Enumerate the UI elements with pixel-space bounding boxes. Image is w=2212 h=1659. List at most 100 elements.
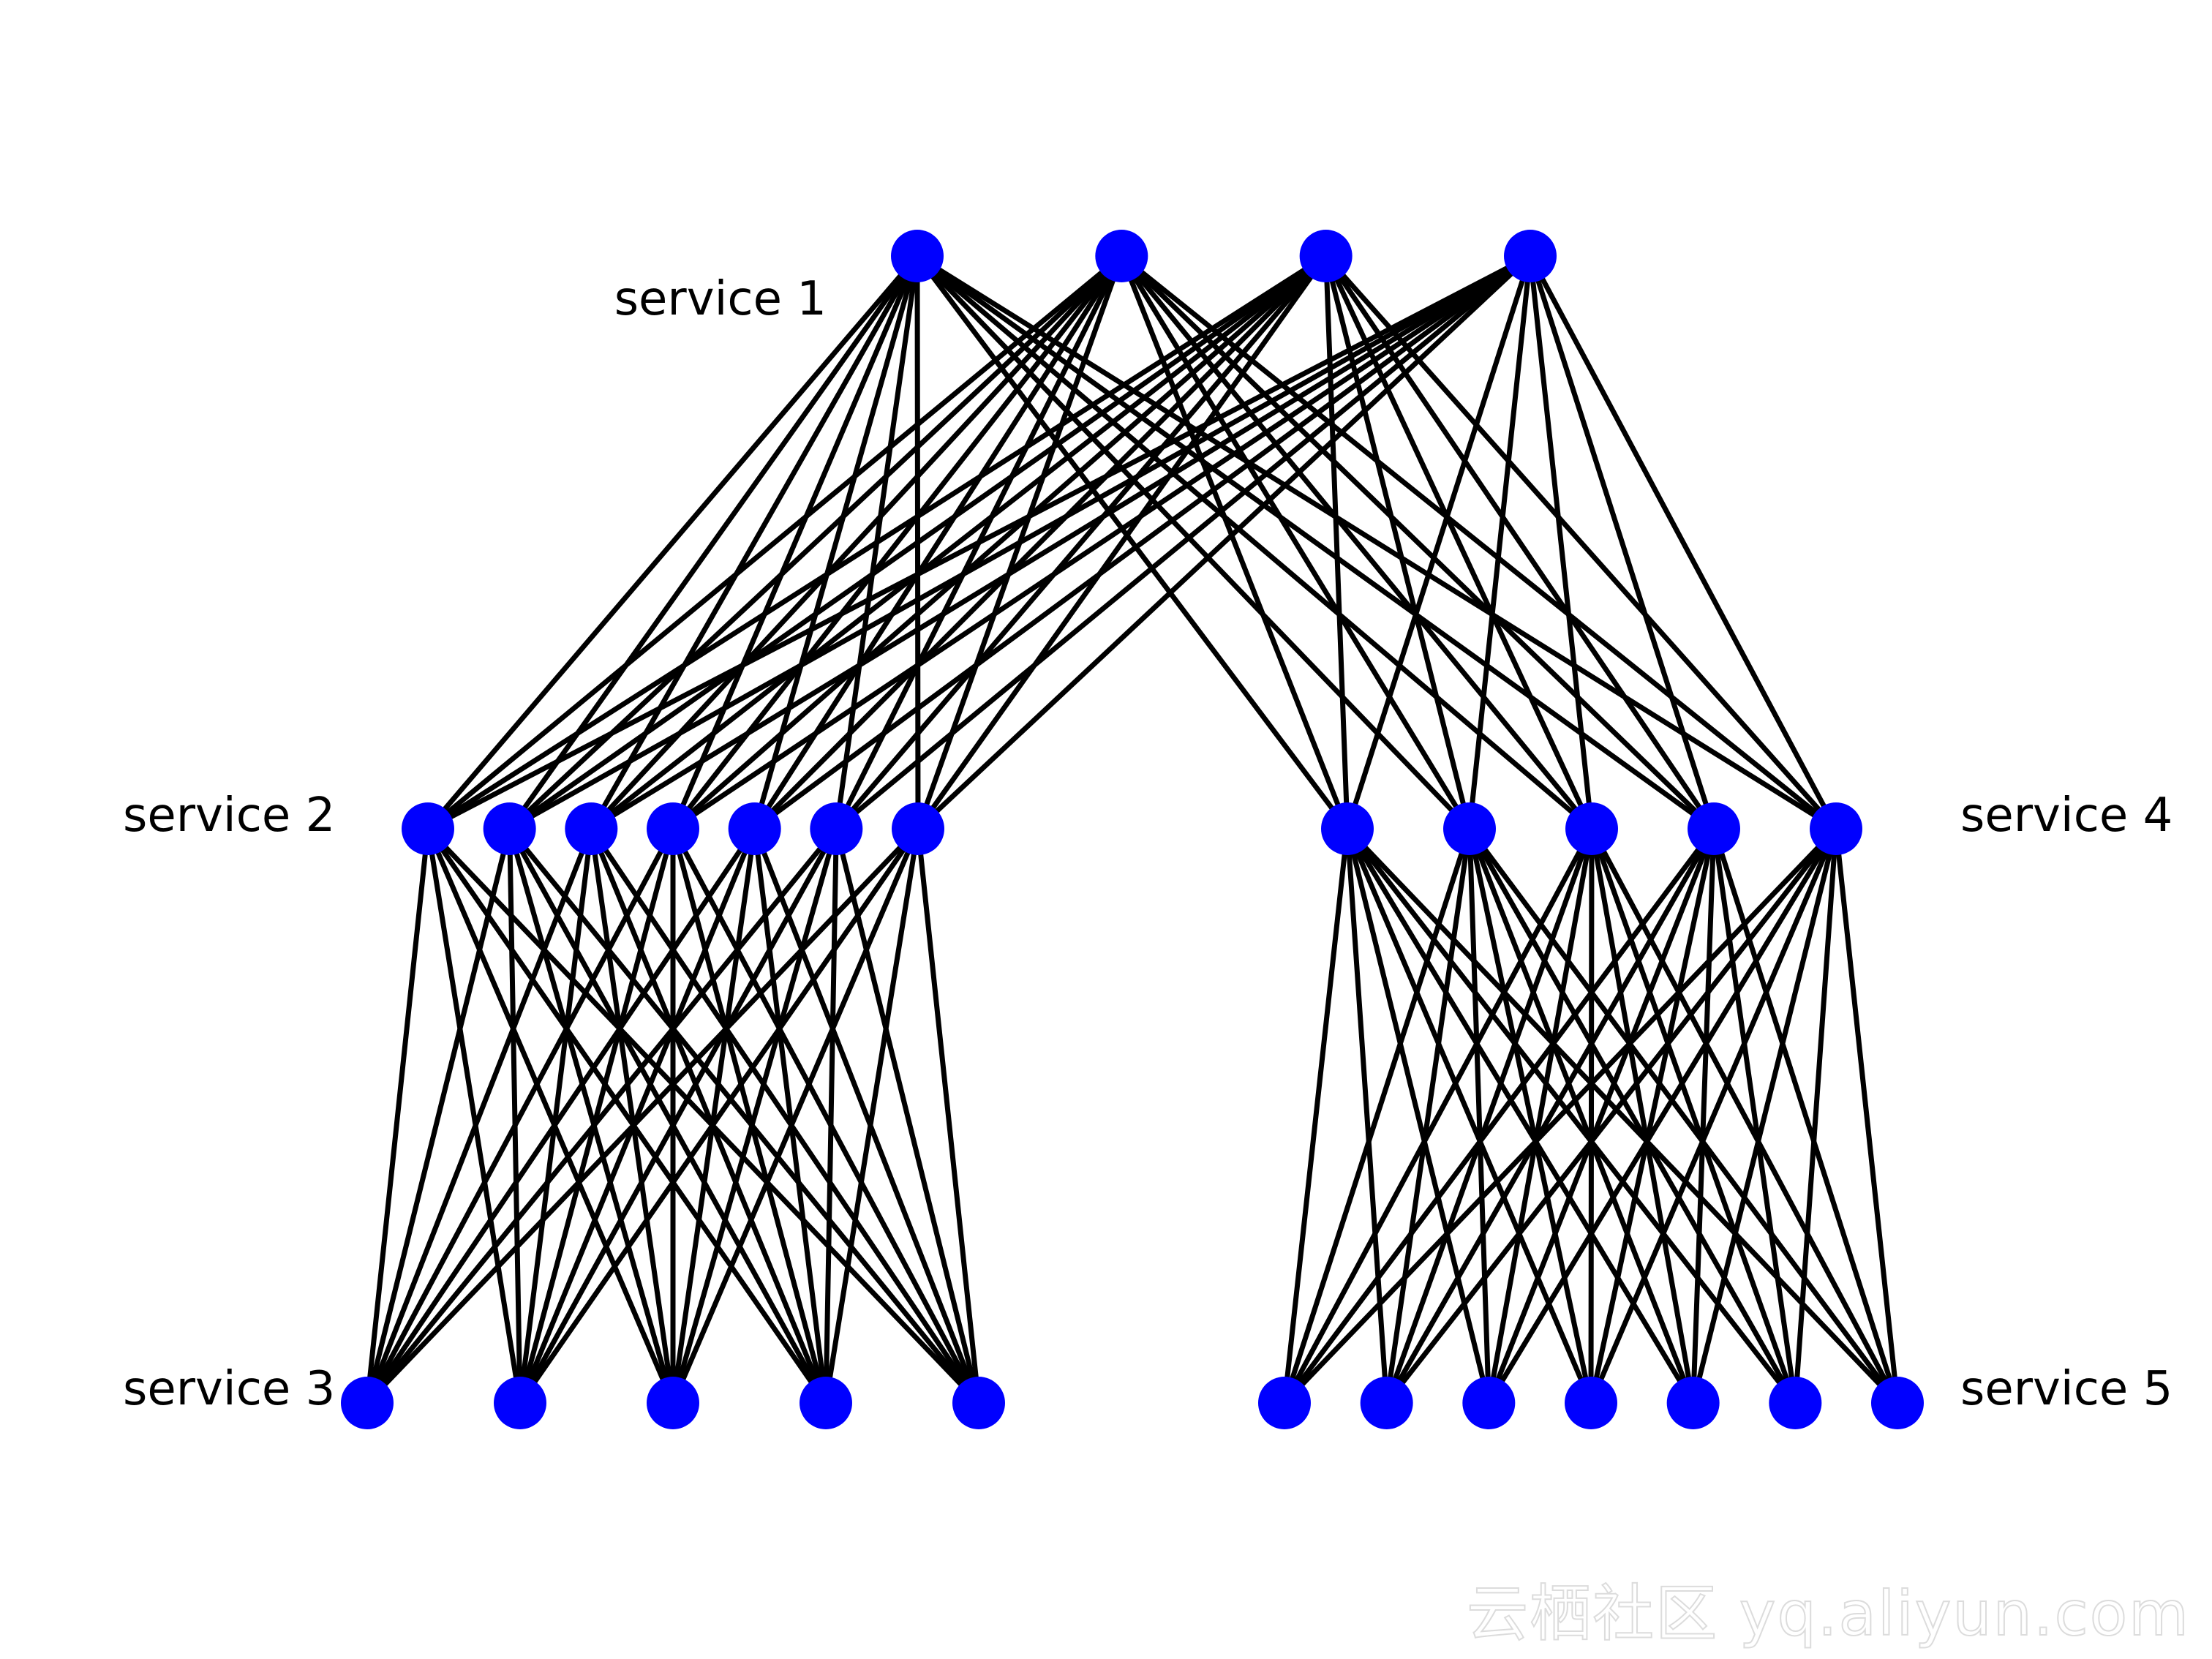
edge-s2-3-s3-3 <box>670 826 829 1406</box>
edge-s4-3-s5-6 <box>1711 826 1900 1406</box>
edge-s4-2-s5-1 <box>1384 826 1595 1406</box>
edge-s2-1-s3-4 <box>507 826 982 1406</box>
edge-s2-1-s3-1 <box>507 826 523 1406</box>
edge-s1-1-s2-1 <box>507 253 1124 832</box>
edge-s4-1-s5-3 <box>1467 826 1594 1406</box>
edge-s1-3-s4-2 <box>1527 253 1595 832</box>
edge-s1-3-s4-4 <box>1527 253 1839 832</box>
edge-s2-6-s3-2 <box>670 826 921 1406</box>
edge-s4-1-s5-6 <box>1467 826 1900 1406</box>
edge-s4-2-s5-0 <box>1282 826 1595 1406</box>
edge-s1-1-s4-2 <box>1118 253 1595 832</box>
label-service-3: service 3 <box>123 1362 335 1416</box>
edge-s2-5-s3-1 <box>517 826 839 1406</box>
edge-layer <box>364 253 1900 1406</box>
watermark-text: 云栖社区 yq.aliyun.com <box>1466 1577 2190 1650</box>
edge-s1-3-s2-6 <box>915 253 1533 832</box>
edge-s2-0-s3-3 <box>425 826 829 1406</box>
edge-s4-0-s5-3 <box>1344 826 1594 1406</box>
edge-s2-3-s3-0 <box>364 826 676 1406</box>
edge-s1-2-s2-6 <box>915 253 1329 832</box>
edge-s4-2-s5-4 <box>1589 826 1696 1406</box>
node-s2-3 <box>647 802 699 855</box>
node-s3-2 <box>647 1377 699 1429</box>
edge-s2-1-s3-0 <box>364 826 513 1406</box>
edge-s2-4-s3-3 <box>752 826 829 1406</box>
edge-s4-1-s5-2 <box>1467 826 1491 1406</box>
edge-s1-1-s4-4 <box>1118 253 1839 832</box>
node-s4-4 <box>1810 802 1862 855</box>
edge-s1-0-s4-0 <box>914 253 1350 832</box>
label-service-5: service 5 <box>1960 1362 2172 1416</box>
edge-s4-4-s5-6 <box>1833 826 1900 1406</box>
edge-s2-1-s3-2 <box>507 826 676 1406</box>
edge-s1-0-s2-0 <box>425 253 920 832</box>
edge-s1-0-s2-4 <box>752 253 920 832</box>
edge-s1-3-s2-4 <box>752 253 1533 832</box>
edge-s2-2-s3-0 <box>364 826 594 1406</box>
node-s2-2 <box>565 802 618 855</box>
node-s2-0 <box>402 802 454 855</box>
edge-s1-1-s4-0 <box>1118 253 1350 832</box>
edge-s2-3-s3-4 <box>670 826 982 1406</box>
edge-s4-1-s5-5 <box>1467 826 1798 1406</box>
edge-s1-2-s2-2 <box>588 253 1329 832</box>
edge-s4-3-s5-4 <box>1690 826 1717 1406</box>
edge-s4-3-s5-3 <box>1588 826 1717 1406</box>
edge-s2-3-s3-1 <box>517 826 676 1406</box>
node-s5-2 <box>1462 1377 1516 1429</box>
node-s4-3 <box>1688 802 1740 855</box>
edge-s1-2-s4-1 <box>1323 253 1472 832</box>
edge-s2-6-s3-4 <box>915 826 982 1406</box>
label-service-1: service 1 <box>614 272 827 326</box>
edge-s2-2-s3-2 <box>588 826 676 1406</box>
edge-s1-3-s2-0 <box>425 253 1533 832</box>
edge-s1-3-s4-3 <box>1527 253 1717 832</box>
edge-s2-4-s3-4 <box>752 826 982 1406</box>
edge-s2-4-s3-0 <box>364 826 758 1406</box>
edge-s2-6-s3-0 <box>364 826 921 1406</box>
edge-s4-4-s5-5 <box>1792 826 1839 1406</box>
edge-s2-2-s3-1 <box>517 826 594 1406</box>
node-s2-6 <box>892 802 944 855</box>
label-service-4: service 4 <box>1960 789 2172 843</box>
node-s3-3 <box>800 1377 852 1429</box>
edge-s2-0-s3-1 <box>425 826 523 1406</box>
node-s1-0 <box>891 230 944 282</box>
edge-s2-6-s3-1 <box>517 826 921 1406</box>
node-s5-6 <box>1871 1377 1924 1429</box>
node-s4-0 <box>1321 802 1374 855</box>
edge-s2-0-s3-0 <box>364 826 431 1406</box>
edge-s2-5-s3-0 <box>364 826 839 1406</box>
label-service-2: service 2 <box>123 789 335 843</box>
edge-s1-1-s4-1 <box>1118 253 1472 832</box>
edge-s1-2-s4-0 <box>1323 253 1350 832</box>
edge-s4-0-s5-0 <box>1282 826 1350 1406</box>
edge-s4-2-s5-5 <box>1589 826 1798 1406</box>
edge-s1-2-s2-4 <box>752 253 1329 832</box>
edge-s4-4-s5-3 <box>1588 826 1839 1406</box>
label-layer: service 1 service 2 service 3 service 4 … <box>123 272 2172 1416</box>
node-s5-4 <box>1666 1377 1720 1429</box>
edge-s1-1-s4-3 <box>1118 253 1717 832</box>
edge-s2-2-s3-3 <box>588 826 829 1406</box>
node-s1-2 <box>1299 230 1353 282</box>
edge-s4-0-s5-1 <box>1344 826 1390 1406</box>
node-s4-1 <box>1443 802 1496 855</box>
edge-s2-2-s3-4 <box>588 826 982 1406</box>
edge-s4-1-s5-1 <box>1384 826 1472 1406</box>
edge-s4-3-s5-1 <box>1384 826 1717 1406</box>
edge-s2-0-s3-2 <box>425 826 676 1406</box>
edge-s2-5-s3-3 <box>823 826 839 1406</box>
edge-s1-3-s2-2 <box>588 253 1533 832</box>
edge-s1-2-s4-4 <box>1323 253 1839 832</box>
edge-s1-3-s2-3 <box>670 253 1533 832</box>
edge-s4-2-s5-3 <box>1588 826 1595 1406</box>
edge-s2-0-s3-4 <box>425 826 982 1406</box>
edge-s4-1-s5-0 <box>1282 826 1472 1406</box>
node-s5-5 <box>1769 1377 1822 1429</box>
edge-s4-1-s5-4 <box>1467 826 1696 1406</box>
edge-s1-2-s4-2 <box>1323 253 1595 832</box>
node-s1-1 <box>1095 230 1148 282</box>
